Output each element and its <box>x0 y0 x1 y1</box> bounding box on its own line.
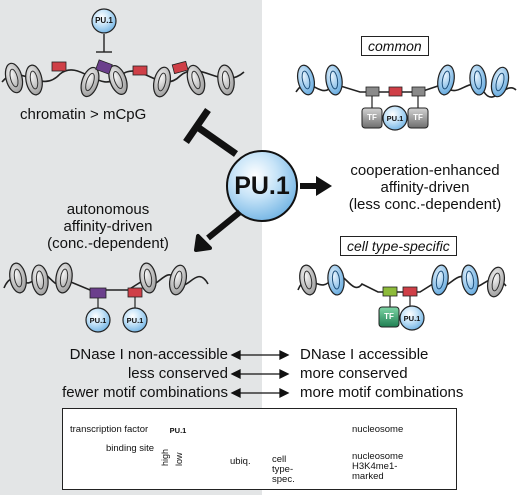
arrow-right-head <box>316 176 332 196</box>
comparison-left-3: fewer motif combinations <box>62 384 228 401</box>
common-tf-label-2: TF <box>413 113 423 122</box>
pu1-hub-icon <box>226 150 298 222</box>
legend-marked-line-3: marked <box>352 471 384 482</box>
common-open-chromatin <box>294 63 517 131</box>
autonomous-line-2: affinity-driven <box>63 218 153 235</box>
inhibition-bar <box>183 108 211 144</box>
legend-transcription-factor-label: transcription factor <box>70 424 149 435</box>
legend-high-label: high <box>160 448 170 466</box>
comparison-left-2: less conserved <box>127 365 228 382</box>
pu1-repressed-label: PU.1 <box>95 16 113 25</box>
pu1-repressed-icon <box>91 8 117 34</box>
celltype-box-label: cell type-specific <box>340 236 457 256</box>
common-box-label: common <box>361 36 429 56</box>
bound-pu1-label-1: PU.1 <box>89 316 107 325</box>
tf-ubiq-icon <box>361 107 383 129</box>
legend-tf-cell-label: TF <box>274 425 285 434</box>
binding-site-high <box>95 59 113 75</box>
cooperation-line-2: affinity-driven <box>380 179 470 196</box>
legend-ubiq-label: ubiq. <box>230 456 251 467</box>
legend-nucleosome-marked-label: nucleosome H3K4me1- marked <box>352 452 403 482</box>
legend-cell-line-2: type- <box>272 464 294 475</box>
autonomous-label: autonomous affinity-driven (conc.-depend… <box>18 201 198 252</box>
pu1-bound-icon <box>399 305 425 331</box>
binding-site-low <box>132 65 148 76</box>
common-tf-label-1: TF <box>367 113 377 122</box>
binding-site-low <box>388 86 403 97</box>
legend-tf-ubiq-label: TF <box>237 425 248 434</box>
legend-binding-site-label: binding site <box>106 443 155 454</box>
legend-marked-line-2: H3K4me1- <box>352 461 398 472</box>
arrow-down-left-head <box>194 234 212 252</box>
legend-cell-line-1: cell <box>272 454 287 465</box>
binding-site-low <box>402 286 418 297</box>
cooperation-label: cooperation-enhanced affinity-driven (le… <box>330 162 520 213</box>
celltype-open-chromatin <box>296 263 508 331</box>
binding-site-tf <box>365 86 380 97</box>
celltype-tf-label: TF <box>384 312 394 321</box>
autonomous-line-3: (conc.-dependent) <box>47 235 169 252</box>
binding-site-low <box>51 61 67 72</box>
binding-site-tf <box>411 86 426 97</box>
tf-celltype-icon <box>378 306 400 328</box>
comparison-right-1: DNase I accessible <box>300 346 429 363</box>
chromatin-label: chromatin > mCpG <box>20 106 147 123</box>
legend-marked-line-1: nucleosome <box>352 451 404 462</box>
comparison-left-1: DNase I non-accessible <box>69 346 228 363</box>
cooperation-line-1: cooperation-enhanced <box>350 162 500 179</box>
legend-cell-line-3: spec. <box>272 474 295 485</box>
pu1-bound-icon <box>382 105 408 131</box>
autonomous-line-1: autonomous <box>66 201 150 218</box>
comparison-right-3: more motif combinations <box>300 384 464 401</box>
binding-site-celltype <box>382 286 398 297</box>
pu1-bound-icon <box>85 307 111 333</box>
legend-low-label: low <box>174 452 184 466</box>
pu1-bound-icon <box>122 307 148 333</box>
comparison-right-2: more conserved <box>300 365 408 382</box>
legend-box <box>62 408 457 490</box>
bound-pu1-label-2: PU.1 <box>126 316 144 325</box>
closed-chromatin-fiber <box>1 59 245 100</box>
arrow-down-left-line <box>206 209 242 241</box>
common-pu1-label: PU.1 <box>386 114 404 123</box>
celltype-pu1-label: PU.1 <box>403 314 421 323</box>
tf-ubiq-icon <box>407 107 429 129</box>
binding-site-low <box>127 287 143 298</box>
comparison-arrows <box>230 349 290 399</box>
autonomous-chromatin <box>3 261 209 333</box>
cooperation-line-3: (less conc.-dependent) <box>348 196 502 213</box>
legend-cell-type-spec-label: cell type- spec. <box>272 455 295 485</box>
legend-nucleosome-label: nucleosome <box>352 424 404 435</box>
binding-site-low <box>171 60 189 75</box>
legend-pu1-label: PU.1 <box>169 426 187 435</box>
pu1-hub-label: PU.1 <box>234 172 290 200</box>
binding-site-high <box>89 287 107 299</box>
inhibition-line <box>193 123 239 157</box>
